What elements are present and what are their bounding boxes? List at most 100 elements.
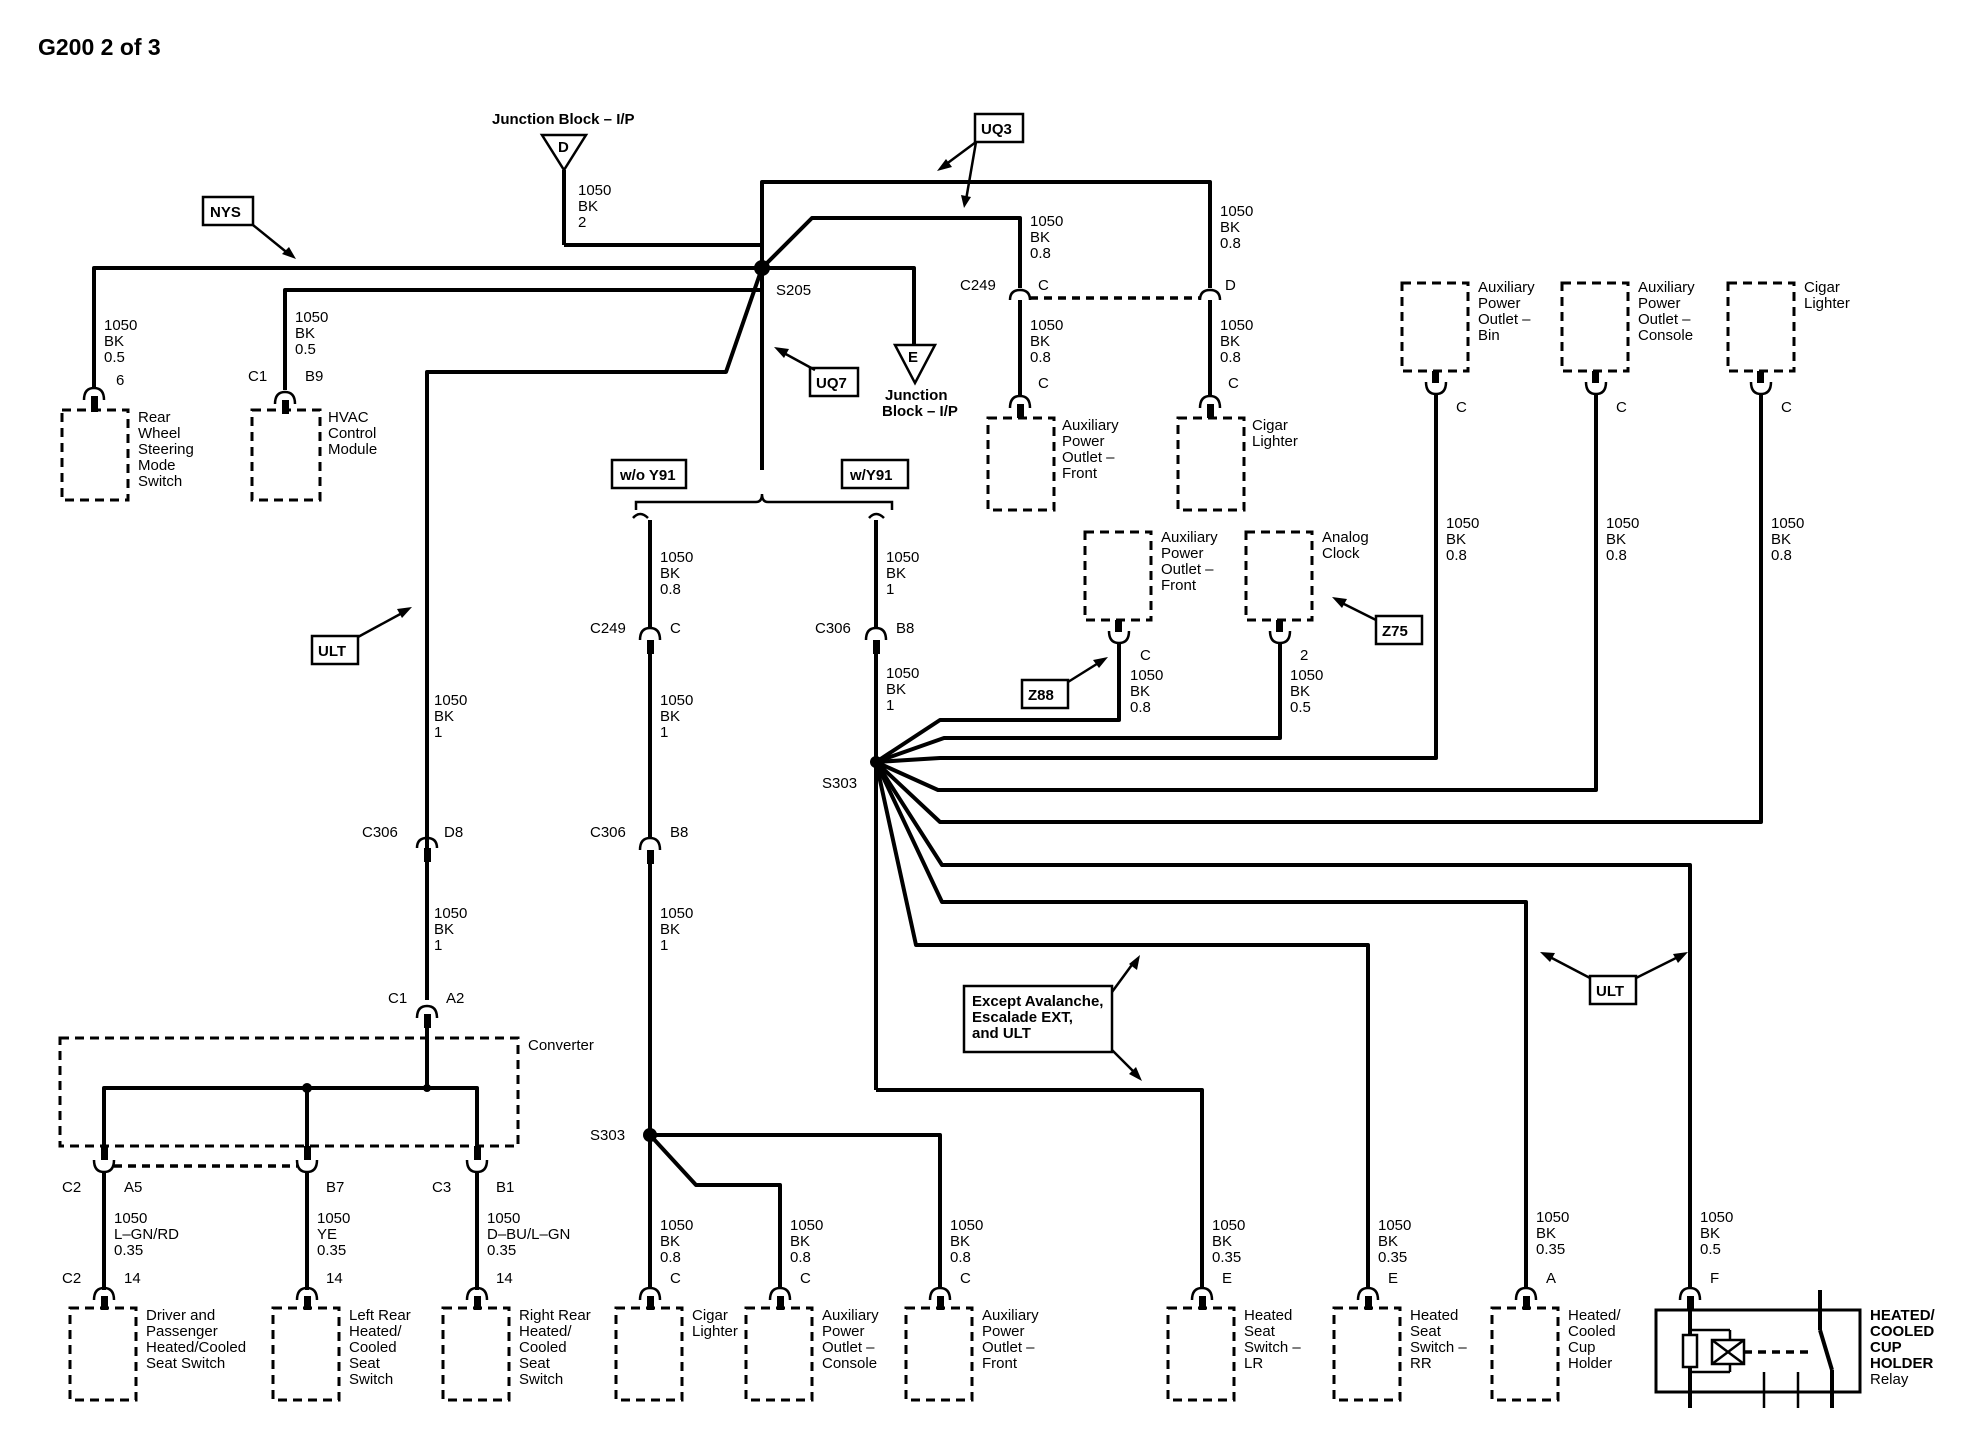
svg-text:HVAC: HVAC <box>328 409 369 426</box>
svg-text:BK: BK <box>1030 333 1050 350</box>
svg-text:BK: BK <box>886 681 906 698</box>
svg-text:Switch: Switch <box>519 1371 563 1388</box>
option-tag-z75 <box>1374 614 1424 646</box>
c306-right-pin: B8 <box>896 620 914 637</box>
svg-text:Lighter: Lighter <box>1804 295 1850 312</box>
svg-text:Analog: Analog <box>1322 529 1369 546</box>
apo-front-bottom-pin: C <box>960 1270 971 1287</box>
junction-block-d-label: Junction Block – I/P <box>492 111 635 128</box>
wire-label-cigar-bottom: 1050 BK 0.8 <box>660 1217 693 1266</box>
label-left-rear-seat-switch: Left Rear Heated/ Cooled Seat Switch <box>349 1307 411 1388</box>
svg-text:Heated/: Heated/ <box>519 1323 572 1340</box>
label-cigar-lighter-bottom: Cigar Lighter <box>692 1307 738 1340</box>
svg-text:D–BU/L–GN: D–BU/L–GN <box>487 1226 570 1243</box>
svg-text:1050: 1050 <box>886 549 919 566</box>
label-cigar-lighter-top-right: Cigar Lighter <box>1804 279 1850 312</box>
svg-text:Cigar: Cigar <box>1252 417 1288 434</box>
svg-text:0.8: 0.8 <box>1446 547 1467 564</box>
svg-text:BK: BK <box>578 198 598 215</box>
svg-text:BK: BK <box>1130 683 1150 700</box>
wire-label-wy91-b: 1050 BK 1 <box>886 665 919 714</box>
svg-text:BK: BK <box>434 708 454 725</box>
middle-wiring: ULT 1050 BK 1 C306 D8 1050 BK 1 C1 A2 w/… <box>310 394 1763 1288</box>
svg-text:2: 2 <box>578 214 586 231</box>
svg-text:0.5: 0.5 <box>1290 699 1311 716</box>
svg-text:BK: BK <box>950 1233 970 1250</box>
svg-text:NYS: NYS <box>210 204 241 221</box>
wire-label-cigar-top: 1050 BK 0.8 <box>1771 515 1804 564</box>
svg-text:BK: BK <box>660 708 680 725</box>
svg-text:Seat: Seat <box>1410 1323 1442 1340</box>
seat-pin-14c: 14 <box>496 1270 513 1287</box>
label-hvac-control-module: HVAC Control Module <box>328 409 377 458</box>
option-tag-wo-y91 <box>610 458 688 490</box>
svg-text:Front: Front <box>982 1355 1018 1372</box>
svg-text:BK: BK <box>660 921 680 938</box>
wire-label-apo-console-bottom: 1050 BK 0.8 <box>790 1217 823 1266</box>
c249-top-label: C249 <box>960 277 996 294</box>
svg-text:Switch –: Switch – <box>1410 1339 1467 1356</box>
component-cigar-lighter-top <box>1176 416 1246 512</box>
splice-s205-label: S205 <box>776 282 811 299</box>
svg-text:UQ7: UQ7 <box>816 375 847 392</box>
svg-text:Cooled: Cooled <box>349 1339 397 1356</box>
apo-front-mid-pin: C <box>1140 647 1151 664</box>
svg-text:1050: 1050 <box>660 549 693 566</box>
wire-label-hvac: 1050 BK 0.5 <box>295 309 328 358</box>
label-apo-front-top: Auxiliary Power Outlet – Front <box>1062 417 1119 482</box>
wire-label-apo-console-top: 1050 BK 0.8 <box>1606 515 1639 564</box>
option-tag-ult-right <box>1588 974 1638 1006</box>
wire-label-apo-front-mid: 1050 BK 0.8 <box>1130 667 1163 716</box>
svg-text:Wheel: Wheel <box>138 425 181 442</box>
svg-text:and ULT: and ULT <box>972 1025 1031 1042</box>
label-heated-cooled-cup-holder: Heated/ Cooled Cup Holder <box>1568 1307 1621 1372</box>
svg-text:0.8: 0.8 <box>950 1249 971 1266</box>
svg-text:0.35: 0.35 <box>1212 1249 1241 1266</box>
svg-text:1050: 1050 <box>317 1210 350 1227</box>
wire-label-wy91-a: 1050 BK 1 <box>886 549 919 598</box>
label-heated-cooled-cup-holder-relay: HEATED/ COOLED CUP HOLDER Relay <box>1870 1307 1936 1388</box>
svg-text:Power: Power <box>982 1323 1025 1340</box>
svg-text:Cigar: Cigar <box>1804 279 1840 296</box>
junction-block-e-label-1: Junction <box>885 387 948 404</box>
svg-text:BK: BK <box>1212 1233 1232 1250</box>
svg-text:Passenger: Passenger <box>146 1323 218 1340</box>
svg-text:1: 1 <box>886 581 894 598</box>
svg-text:Left Rear: Left Rear <box>349 1307 411 1324</box>
splice-s303-lower-label: S303 <box>590 1127 625 1144</box>
seat-c2: C2 <box>62 1270 81 1287</box>
conv-a5: A5 <box>124 1179 142 1196</box>
svg-text:BK: BK <box>295 325 315 342</box>
svg-text:Console: Console <box>822 1355 877 1372</box>
wire-label-woy91-a: 1050 BK 0.8 <box>660 549 693 598</box>
wire-label-seat-b7: 1050 YE 0.35 <box>317 1210 350 1259</box>
svg-text:Outlet –: Outlet – <box>1638 311 1691 328</box>
svg-text:BK: BK <box>790 1233 810 1250</box>
c306-left-label: C306 <box>362 824 398 841</box>
svg-text:Heated: Heated <box>1410 1307 1458 1324</box>
c249-mid-pin: C <box>670 620 681 637</box>
wire-label-heated-rr: 1050 BK 0.35 <box>1378 1217 1411 1266</box>
component-heated-cooled-cup-holder <box>1490 1306 1560 1402</box>
svg-text:1: 1 <box>660 724 668 741</box>
svg-text:Bin: Bin <box>1478 327 1500 344</box>
svg-text:Cooled: Cooled <box>519 1339 567 1356</box>
svg-text:BK: BK <box>1220 219 1240 236</box>
label-analog-clock: Analog Clock <box>1322 529 1369 562</box>
component-cigar-lighter-bottom <box>614 1306 684 1402</box>
svg-text:1050: 1050 <box>434 905 467 922</box>
apo-console-top-pin: C <box>1616 399 1627 416</box>
svg-text:1: 1 <box>434 724 442 741</box>
svg-text:Control: Control <box>328 425 376 442</box>
wire-label-rear-wheel: 1050 BK 0.5 <box>104 317 137 366</box>
svg-text:1050: 1050 <box>487 1210 520 1227</box>
svg-text:Seat: Seat <box>1244 1323 1276 1340</box>
svg-text:Auxiliary: Auxiliary <box>982 1307 1039 1324</box>
svg-text:BK: BK <box>1030 229 1050 246</box>
wire-label-seat-b1: 1050 D–BU/L–GN 0.35 <box>487 1210 570 1259</box>
terminal-e-letter: E <box>908 349 918 366</box>
svg-text:Lighter: Lighter <box>1252 433 1298 450</box>
svg-text:Front: Front <box>1161 577 1197 594</box>
svg-text:LR: LR <box>1244 1355 1263 1372</box>
svg-text:Auxiliary: Auxiliary <box>822 1307 879 1324</box>
